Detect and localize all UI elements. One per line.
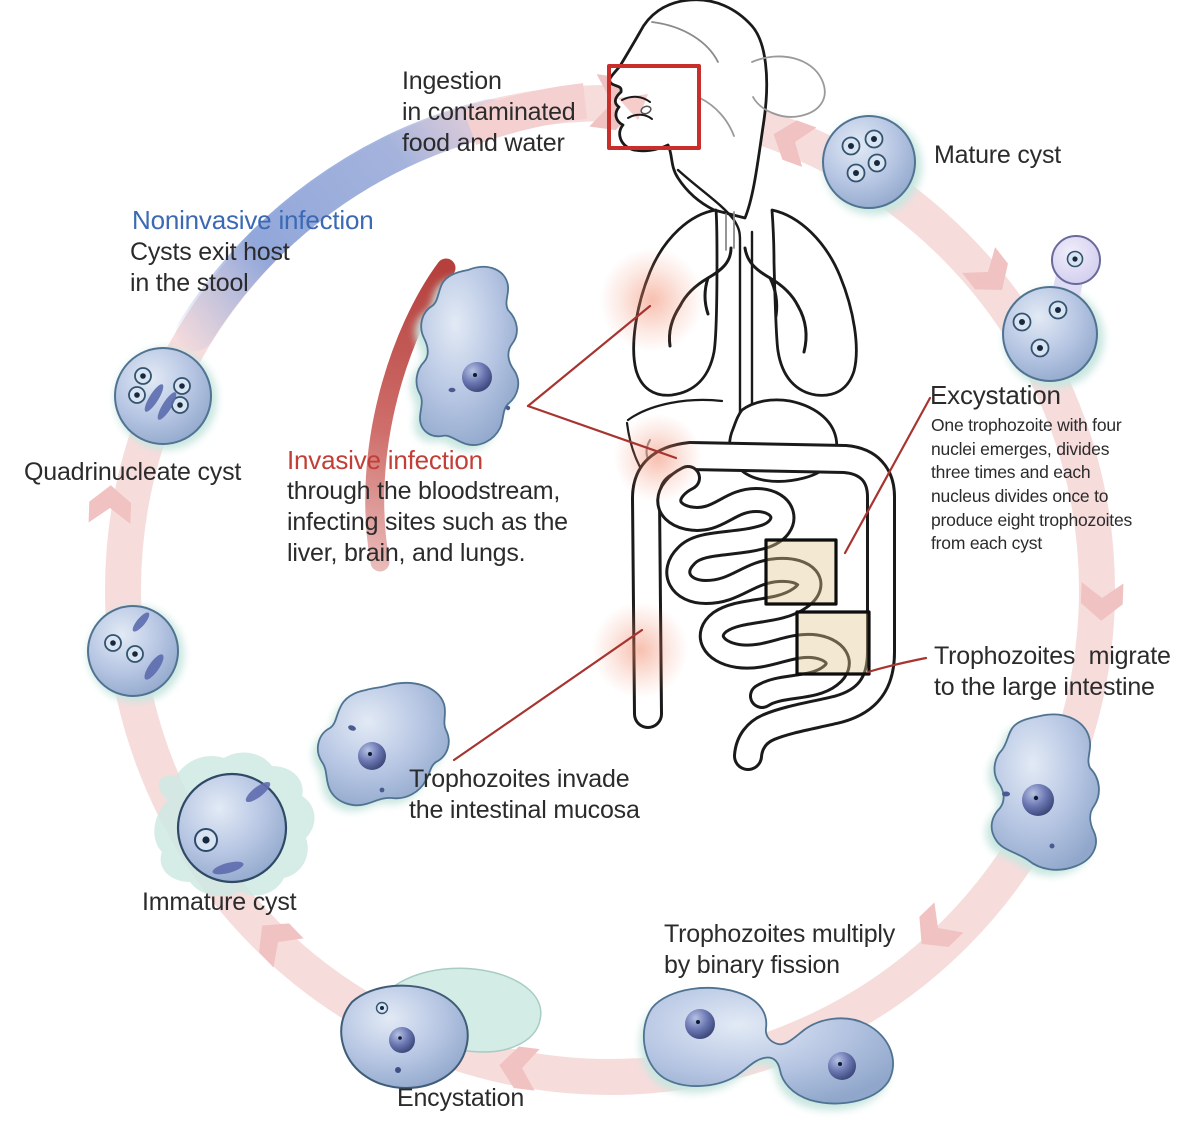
trophozoite-right-cell bbox=[985, 713, 1100, 876]
immature-cyst-cell bbox=[154, 752, 315, 897]
label-quadrinucleate-cyst: Quadrinucleate cyst bbox=[24, 458, 242, 486]
skull-line bbox=[651, 21, 719, 63]
tongue-line bbox=[627, 113, 653, 120]
small-intestine bbox=[656, 465, 851, 709]
pharynx-line bbox=[699, 97, 735, 137]
quadrinucleate-cyst-cell bbox=[114, 347, 217, 450]
liver-inflammation-glow bbox=[614, 414, 702, 502]
excystation-leader-line bbox=[843, 396, 932, 555]
label-immature-cyst: Immature cyst bbox=[142, 888, 297, 916]
mature-cyst-cell bbox=[822, 115, 922, 215]
palate-line bbox=[621, 95, 651, 103]
excystation-site-box bbox=[764, 538, 838, 606]
ear-outline bbox=[751, 55, 826, 118]
label-noninvasive-title: Noninvasive infection bbox=[132, 205, 374, 235]
lung-leader-line bbox=[526, 304, 652, 408]
binucleate-cyst-cell bbox=[87, 605, 184, 702]
label-mature-cyst: Mature cyst bbox=[934, 141, 1061, 169]
mouth-ingestion-box bbox=[607, 64, 701, 150]
label-ingestion: Ingestion in contaminated food and water bbox=[402, 67, 576, 157]
annotation-lines bbox=[452, 304, 932, 762]
label-trophozoites-multiply: Trophozoites multiply by binary fission bbox=[664, 920, 896, 979]
excysting-cell bbox=[1002, 235, 1104, 388]
noninvasive-arc bbox=[176, 99, 509, 351]
label-excystation-description: One trophozoite with four nuclei emerges… bbox=[931, 415, 1133, 554]
invading-trophozoite-cell bbox=[312, 682, 450, 812]
lung-inflammation-glow bbox=[600, 248, 704, 352]
label-noninvasive-description: Cysts exit host in the stool bbox=[130, 238, 290, 297]
label-invasive-title: Invasive infection bbox=[287, 445, 483, 475]
uvula-detail bbox=[640, 105, 652, 115]
mature-cyst-nuclei bbox=[841, 129, 887, 183]
binary-fission-cells bbox=[639, 986, 894, 1111]
label-trophozoites-invade: Trophozoites invade the intestinal mucos… bbox=[409, 765, 640, 824]
ingestion-arrow-band bbox=[463, 83, 588, 145]
label-invasive-description: through the bloodstream, infecting sites… bbox=[287, 477, 568, 567]
migrate-leader-line bbox=[866, 656, 928, 674]
invasive-arc bbox=[365, 258, 456, 572]
label-encystation: Encystation bbox=[397, 1084, 525, 1112]
excysting-nuclei bbox=[1012, 250, 1084, 358]
liver-upper-edge bbox=[626, 398, 724, 422]
liver-leader-line bbox=[526, 404, 678, 460]
mouth-highlight bbox=[618, 94, 648, 120]
invasive-trophozoite-cell bbox=[410, 265, 520, 452]
trachea-lines bbox=[725, 211, 735, 251]
right-lung-outline bbox=[770, 208, 858, 397]
colon-inflammation-glow bbox=[592, 602, 688, 698]
label-excystation-title: Excystation bbox=[930, 380, 1061, 410]
human-body bbox=[452, 0, 932, 771]
large-intestine-site-box bbox=[795, 610, 871, 676]
label-trophozoites-migrate: Trophozoites migrate to the large intest… bbox=[934, 642, 1171, 701]
quadrinucleate-nuclei bbox=[128, 367, 191, 414]
encysting-cell bbox=[340, 967, 542, 1090]
invade-leader-line bbox=[452, 628, 644, 762]
